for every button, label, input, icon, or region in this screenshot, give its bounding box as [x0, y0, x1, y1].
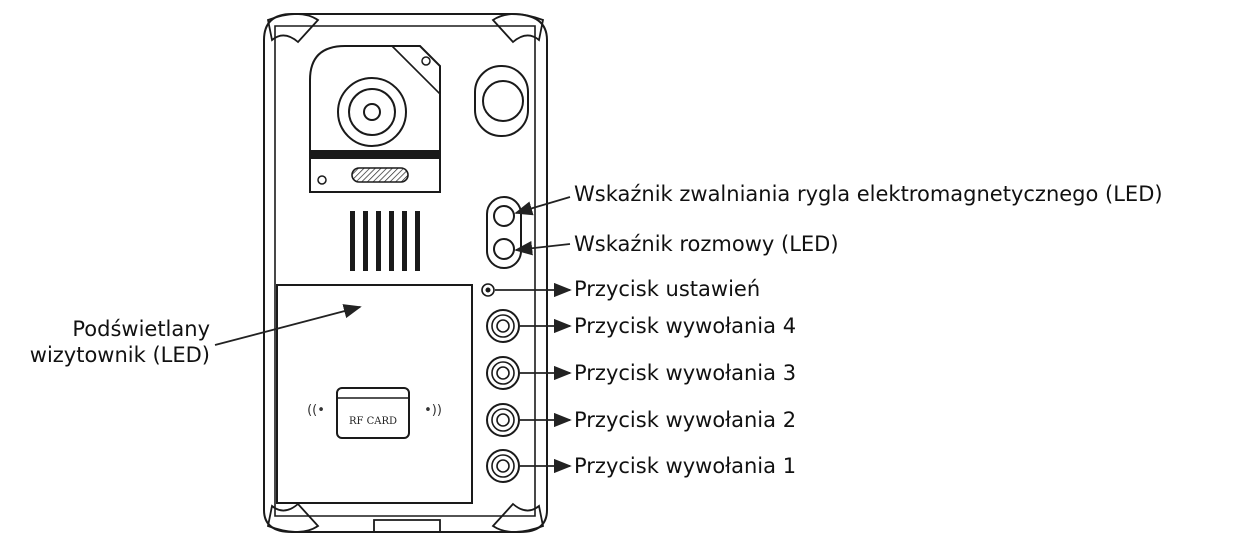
- name-tag-panel: [276, 284, 473, 504]
- label-name-tag-line2: wizytownik (LED): [29, 343, 210, 367]
- label-talk-led: Wskaźnik rozmowy (LED): [574, 232, 839, 256]
- label-lock-release-led: Wskaźnik zwalniania rygla elektromagnety…: [574, 182, 1163, 206]
- light-sensor: [474, 65, 529, 137]
- label-call-button-2: Przycisk wywołania 2: [574, 408, 797, 432]
- rf-card-reader: RF CARD ((• •)): [307, 387, 442, 439]
- call-button-4: [486, 309, 520, 343]
- camera-module: [309, 45, 441, 193]
- settings-button: [481, 283, 495, 297]
- led-indicators: [486, 196, 522, 269]
- label-call-button-4: Przycisk wywołania 4: [574, 314, 797, 338]
- label-settings-button: Przycisk ustawień: [574, 277, 761, 301]
- arrow-name-tag: [214, 304, 362, 346]
- call-button-3: [486, 356, 520, 390]
- label-name-tag-line1: Podświetlany: [72, 317, 210, 341]
- call-button-1: [486, 449, 520, 483]
- speaker-grille: [350, 211, 420, 271]
- rf-card-text: RF CARD: [349, 416, 397, 427]
- rf-wave-left-icon: ((•: [307, 403, 325, 418]
- lock-release-led: [493, 205, 515, 227]
- call-buttons: [486, 309, 520, 483]
- arrow-talk-led: [514, 241, 571, 256]
- call-button-2: [486, 403, 520, 437]
- label-name-tag: Podświetlany wizytownik (LED): [30, 316, 210, 368]
- arrow-lock-led: [514, 196, 571, 216]
- callout-arrows: [214, 196, 572, 474]
- label-call-button-3: Przycisk wywołania 3: [574, 361, 797, 385]
- rf-wave-right-icon: •)): [424, 403, 442, 418]
- talk-led: [493, 238, 515, 260]
- label-call-button-1: Przycisk wywołania 1: [574, 454, 797, 478]
